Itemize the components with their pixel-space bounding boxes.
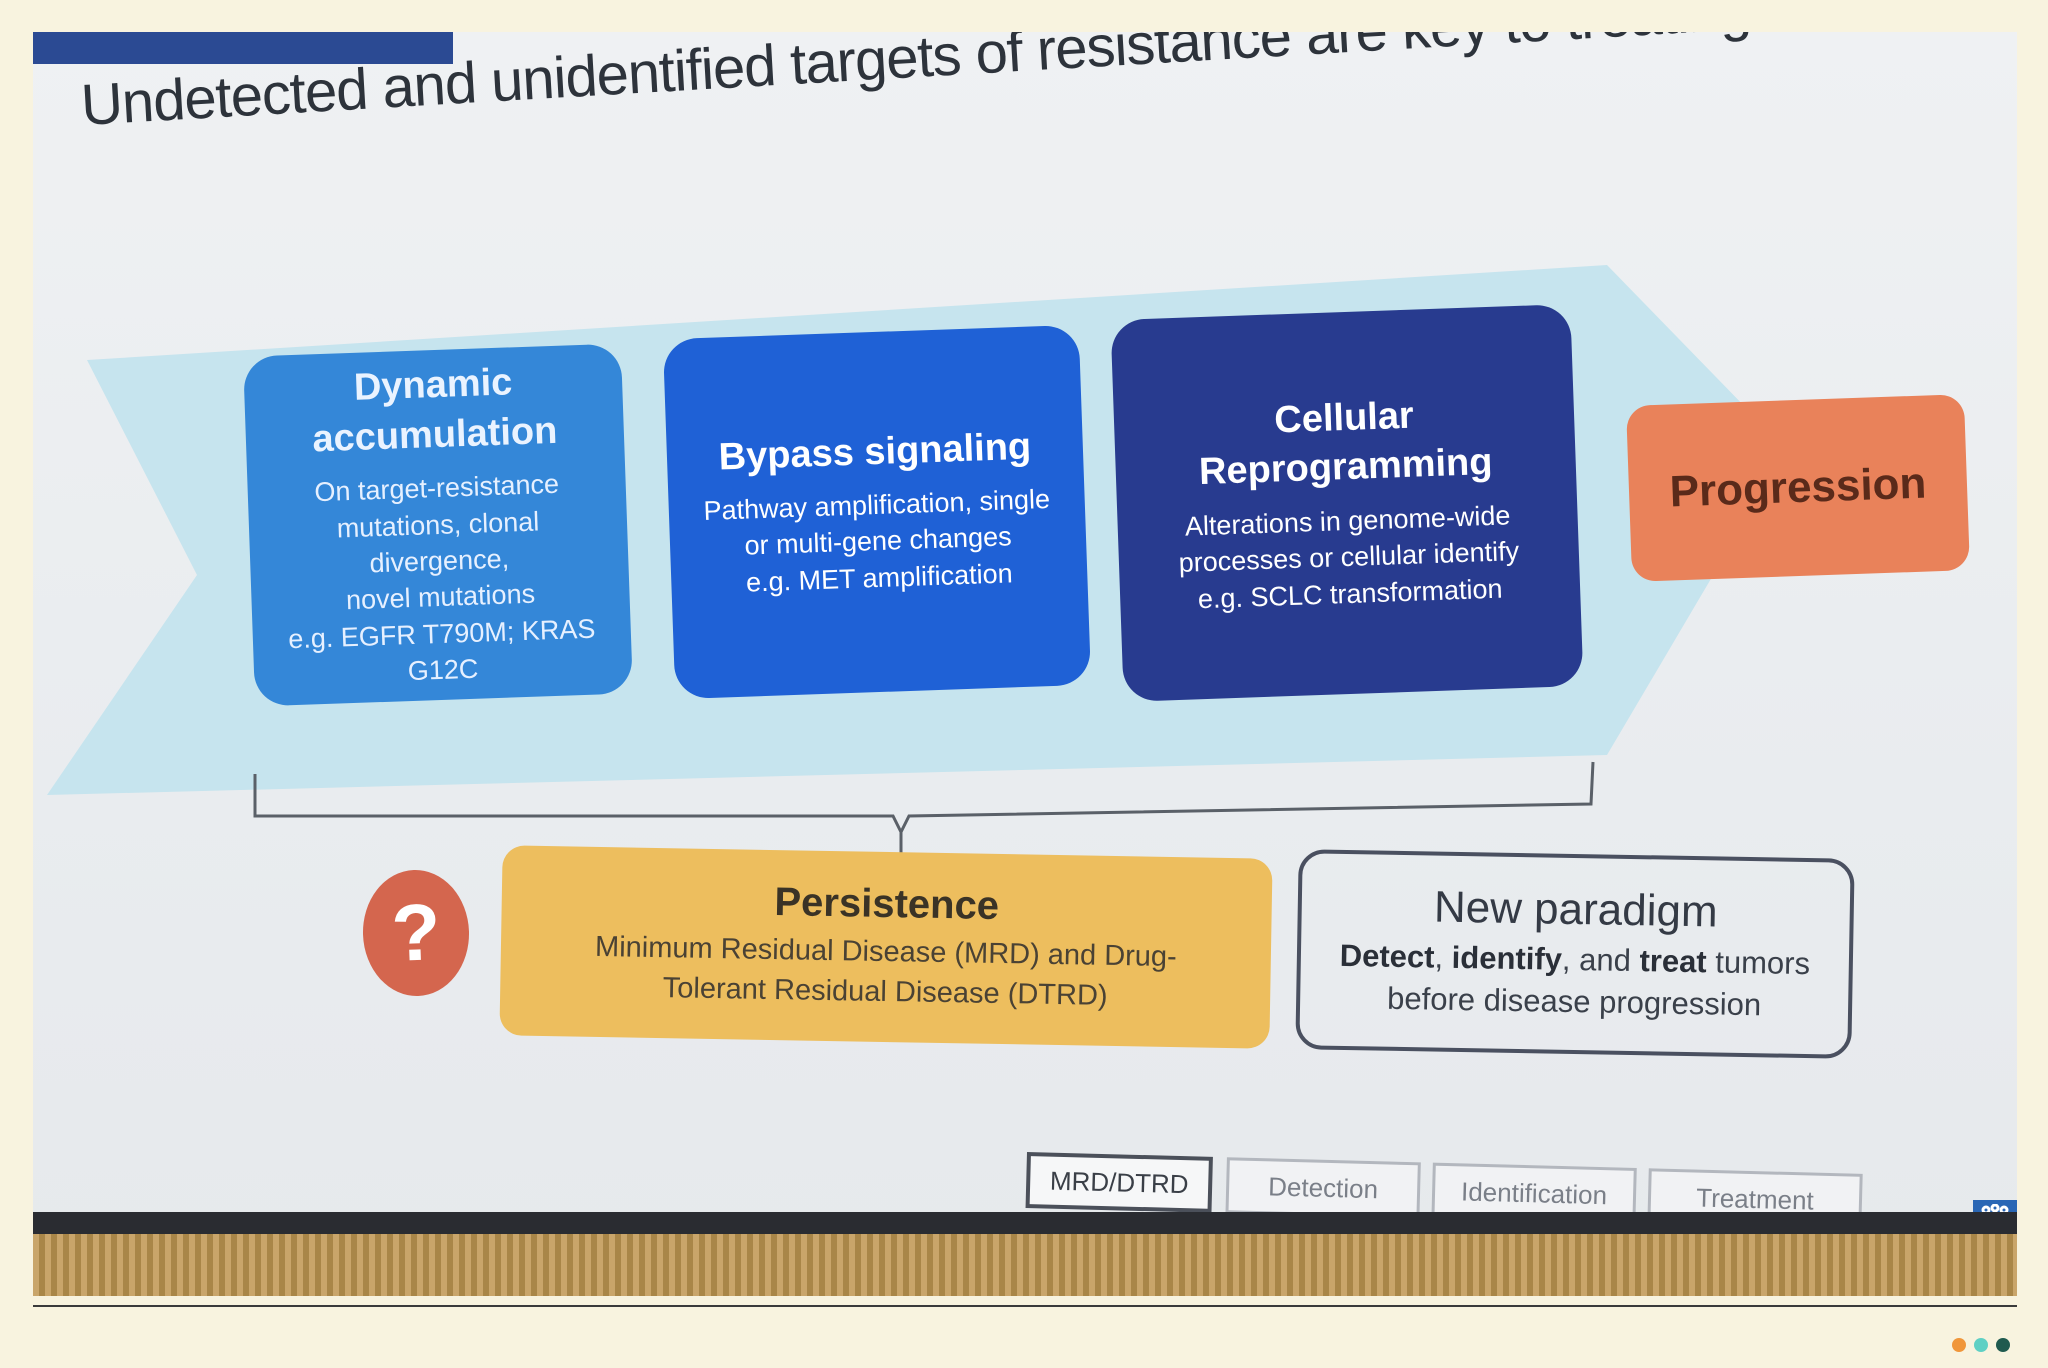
dynamic-accumulation-title: Dynamic accumulation	[311, 361, 558, 461]
bracket-line	[253, 761, 1595, 836]
progression-label: Progression	[1668, 458, 1928, 517]
trailing-text: tumors	[1706, 944, 1811, 982]
tab-detection[interactable]: Detection	[1225, 1157, 1421, 1219]
cellular-reprogramming-description: Alterations in genome-wide processes or …	[1137, 495, 1561, 619]
new-paradigm-title: New paradigm	[1433, 882, 1719, 937]
persistence-title: Persistence	[774, 880, 1000, 929]
keyword-detect: Detect	[1339, 938, 1435, 975]
keyword-identify: identify	[1451, 940, 1563, 977]
room-background-strip	[33, 1212, 2017, 1296]
separator: ,	[1434, 939, 1453, 976]
status-dots	[1952, 1338, 2010, 1352]
slide-top-accent-bar	[33, 32, 453, 64]
bypass-signaling-description: Pathway amplification, single or multi-g…	[688, 480, 1068, 602]
keyword-treat: treat	[1639, 943, 1707, 980]
separator: , and	[1561, 941, 1640, 979]
new-paradigm-box: New paradigm Detect, identify, and treat…	[1295, 849, 1855, 1059]
persistence-box: Persistence Minimum Residual Disease (MR…	[499, 845, 1273, 1049]
bypass-signaling-box: Bypass signaling Pathway amplification, …	[662, 324, 1092, 700]
dark-green-dot-icon	[1996, 1338, 2010, 1352]
tab-mrd-dtrd[interactable]: MRD/DTRD	[1025, 1152, 1213, 1213]
question-mark-icon: ?	[360, 868, 472, 998]
bypass-signaling-title: Bypass signaling	[717, 425, 1032, 479]
cellular-reprogramming-box: Cellular Reprogramming Alterations in ge…	[1110, 304, 1584, 702]
new-paradigm-description: Detect, identify, and treat tumors befor…	[1300, 934, 1849, 1027]
dynamic-accumulation-box: Dynamic accumulation On target-resistanc…	[243, 343, 633, 707]
presentation-screen: Undetected and unidentified targets of r…	[33, 32, 2017, 1296]
cellular-reprogramming-title: Cellular Reprogramming	[1198, 394, 1494, 494]
teal-dot-icon	[1974, 1338, 1988, 1352]
persistence-description: Minimum Residual Disease (MRD) and Drug-…	[500, 927, 1271, 1019]
box-line: mutations, clonal divergence,	[336, 505, 540, 579]
progression-box: Progression	[1626, 394, 1970, 582]
box-line: e.g. EGFR T790M; KRAS G12C	[287, 613, 596, 687]
frame-divider-line	[33, 1305, 2017, 1307]
dynamic-accumulation-description: On target-resistance mutations, clonal d…	[267, 464, 612, 694]
orange-dot-icon	[1952, 1338, 1966, 1352]
screen-bezel	[33, 1212, 2017, 1234]
